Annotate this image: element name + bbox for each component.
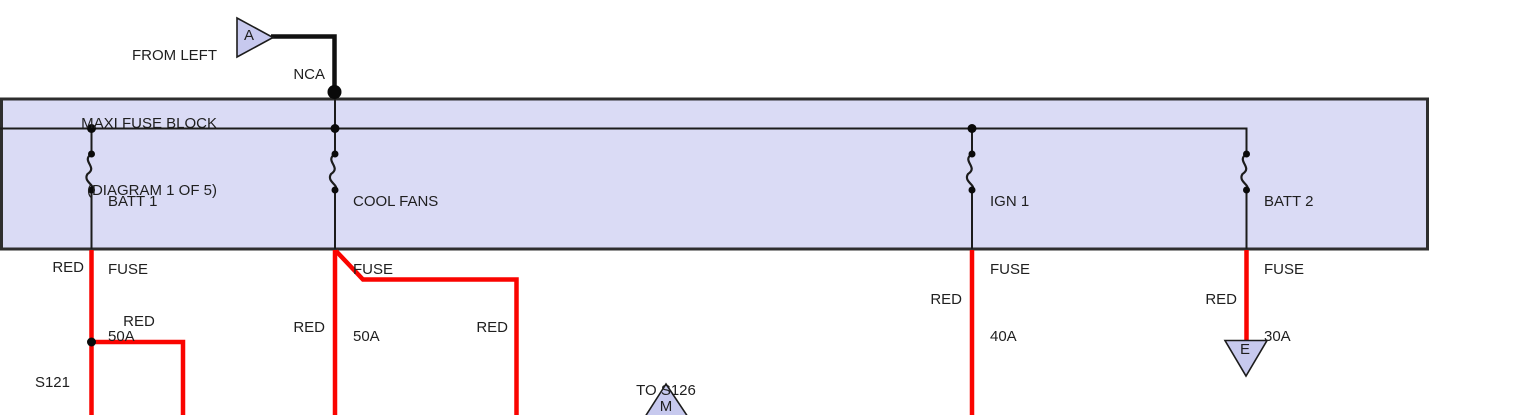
fuse-top-dot-ign1 [968,150,976,158]
source-label-line3: (DIAGRAM 1 OF 5) [86,182,217,199]
splice-label-s121: S121 RNESS, T MAXI- BLOCK) [0,327,70,415]
fuse-name: IGN 1 [990,193,1030,210]
wire-color-label-s121-branch: RED [123,313,155,330]
fuse-rating: 40A [990,328,1017,345]
fuse-rating: 30A [1264,328,1291,345]
wire-color-label-coolfans-branch: RED [476,319,508,336]
bus-dot-coolfans [330,124,340,133]
bus-bar-wire [0,127,1248,154]
bus-dot-ign1 [967,124,977,133]
wire-color-label-batt2: RED [1205,291,1237,308]
source-label: FROM LEFT MAXI FUSE BLOCK (DIAGRAM 1 OF … [0,0,217,248]
source-label-line2: MAXI FUSE BLOCK [81,114,217,132]
connector-a-letter: A [243,27,254,44]
source-label-line1: FROM LEFT [132,47,217,64]
fuse-rating: 50A [353,328,380,345]
wire-red-s121-branch [91,339,186,415]
fuse-symbol-ign1 [965,153,975,191]
fuse-type: FUSE [108,260,149,278]
wire-color-label-batt1: RED [52,259,84,276]
splice-dot-s121 [87,337,96,347]
splice-id: S121 [34,374,70,391]
fuse-bottom-dot-batt1 [88,186,95,194]
bus-dot-batt1 [87,124,96,133]
connector-e-letter: E [1239,341,1250,358]
fuse-symbol-batt1 [85,153,94,191]
connector-triangle-m [645,382,688,415]
fuse-top-dot-batt2 [1243,150,1250,158]
fuse-type: FUSE [353,260,394,278]
fuse-block-band [0,97,1429,251]
nca-junction-dot [327,85,342,99]
fuse-bottom-dot-coolfans [331,186,339,194]
connector-triangle-a [236,16,275,59]
wire-color-label-coolfans: RED [293,319,325,336]
fuse-top-dot-coolfans [331,150,339,158]
fuse-bottom-dot-batt2 [1243,186,1250,194]
fuse-label-ign1: IGN 1 FUSE 40A [990,146,1030,394]
fuse-name: COOL FANS [353,193,439,210]
fuse-symbol-batt2 [1240,153,1249,191]
fuse-type: FUSE [1264,260,1305,278]
wire-red-coolfans-branch [334,249,519,415]
wire-color-label-ign1: RED [930,291,962,308]
fuse-rating: 50A [108,328,135,345]
fuse-label-coolfans: COOL FANS FUSE 50A [353,146,438,394]
fuse-name: BATT 2 [1264,193,1314,210]
fuse-name: BATT 1 [108,193,158,210]
fuse-type: FUSE [990,260,1031,278]
fuse-top-dot-batt1 [88,150,95,158]
connector-triangle-e [1223,339,1269,378]
fuse-label-batt2: BATT 2 FUSE 30A [1264,146,1313,394]
fuse-symbol-coolfans [328,153,338,191]
fuse-label-batt1: BATT 1 FUSE 50A [108,146,157,394]
fuse-bottom-dot-ign1 [968,186,976,194]
feed-wire-nca [271,34,337,92]
connector-m-letter: M [659,398,673,415]
destination-label-ignition: TO IGNITION SWITCH [1143,382,1343,415]
destination-s126-line1: TO S126 [636,382,696,399]
nca-circuit-label: NCA [293,66,325,83]
destination-label-s126: TO S126 (DIAGRAM 4 OF 5) [566,335,766,415]
